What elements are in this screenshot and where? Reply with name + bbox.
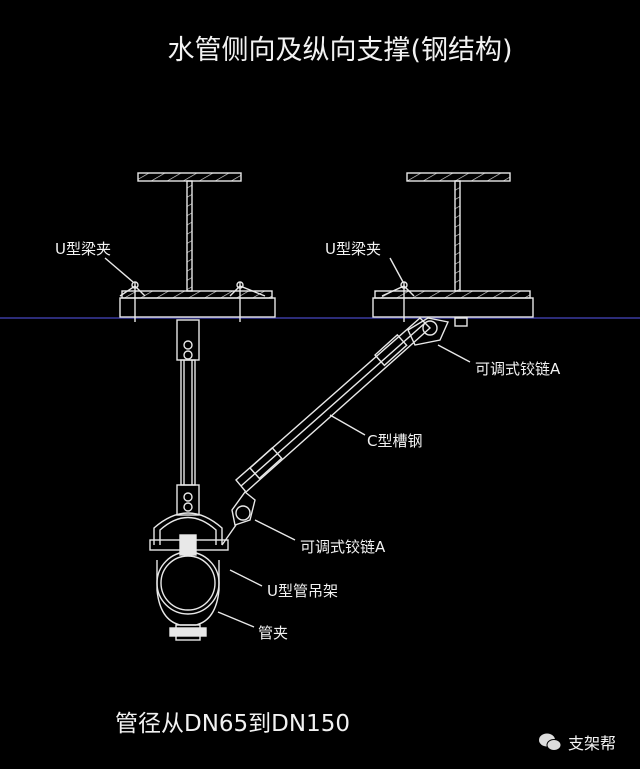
label-c-channel: C型槽钢 <box>367 432 423 450</box>
label-pipe-clamp: 管夹 <box>258 624 289 642</box>
label-beam-clamp-right: U型梁夹 <box>325 240 381 258</box>
watermark-text: 支架帮 <box>568 734 617 753</box>
adjustable-hinge-bottom <box>221 490 256 546</box>
left-i-beam <box>119 172 276 318</box>
c-channel-brace <box>235 317 432 494</box>
label-u-hanger: U型管吊架 <box>267 582 338 600</box>
diagram-title: 水管侧向及纵向支撑(钢结构) <box>167 35 513 66</box>
right-i-beam <box>372 172 534 318</box>
wechat-icon <box>539 733 562 751</box>
vertical-hanger-rod <box>176 319 200 516</box>
adjustable-hinge-top <box>407 317 449 346</box>
label-hinge-top: 可调式铰链A <box>475 360 561 378</box>
watermark: 支架帮 <box>538 730 616 754</box>
left-beam-clamp <box>119 281 266 322</box>
leader-lines <box>104 257 471 628</box>
caption: 管径从DN65到DN150 <box>115 711 350 737</box>
pipe-clamp <box>156 551 220 641</box>
label-beam-clamp-left: U型梁夹 <box>55 240 111 258</box>
u-pipe-hanger <box>149 512 229 556</box>
label-hinge-bottom: 可调式铰链A <box>300 538 386 556</box>
right-beam-clamp <box>381 281 468 327</box>
